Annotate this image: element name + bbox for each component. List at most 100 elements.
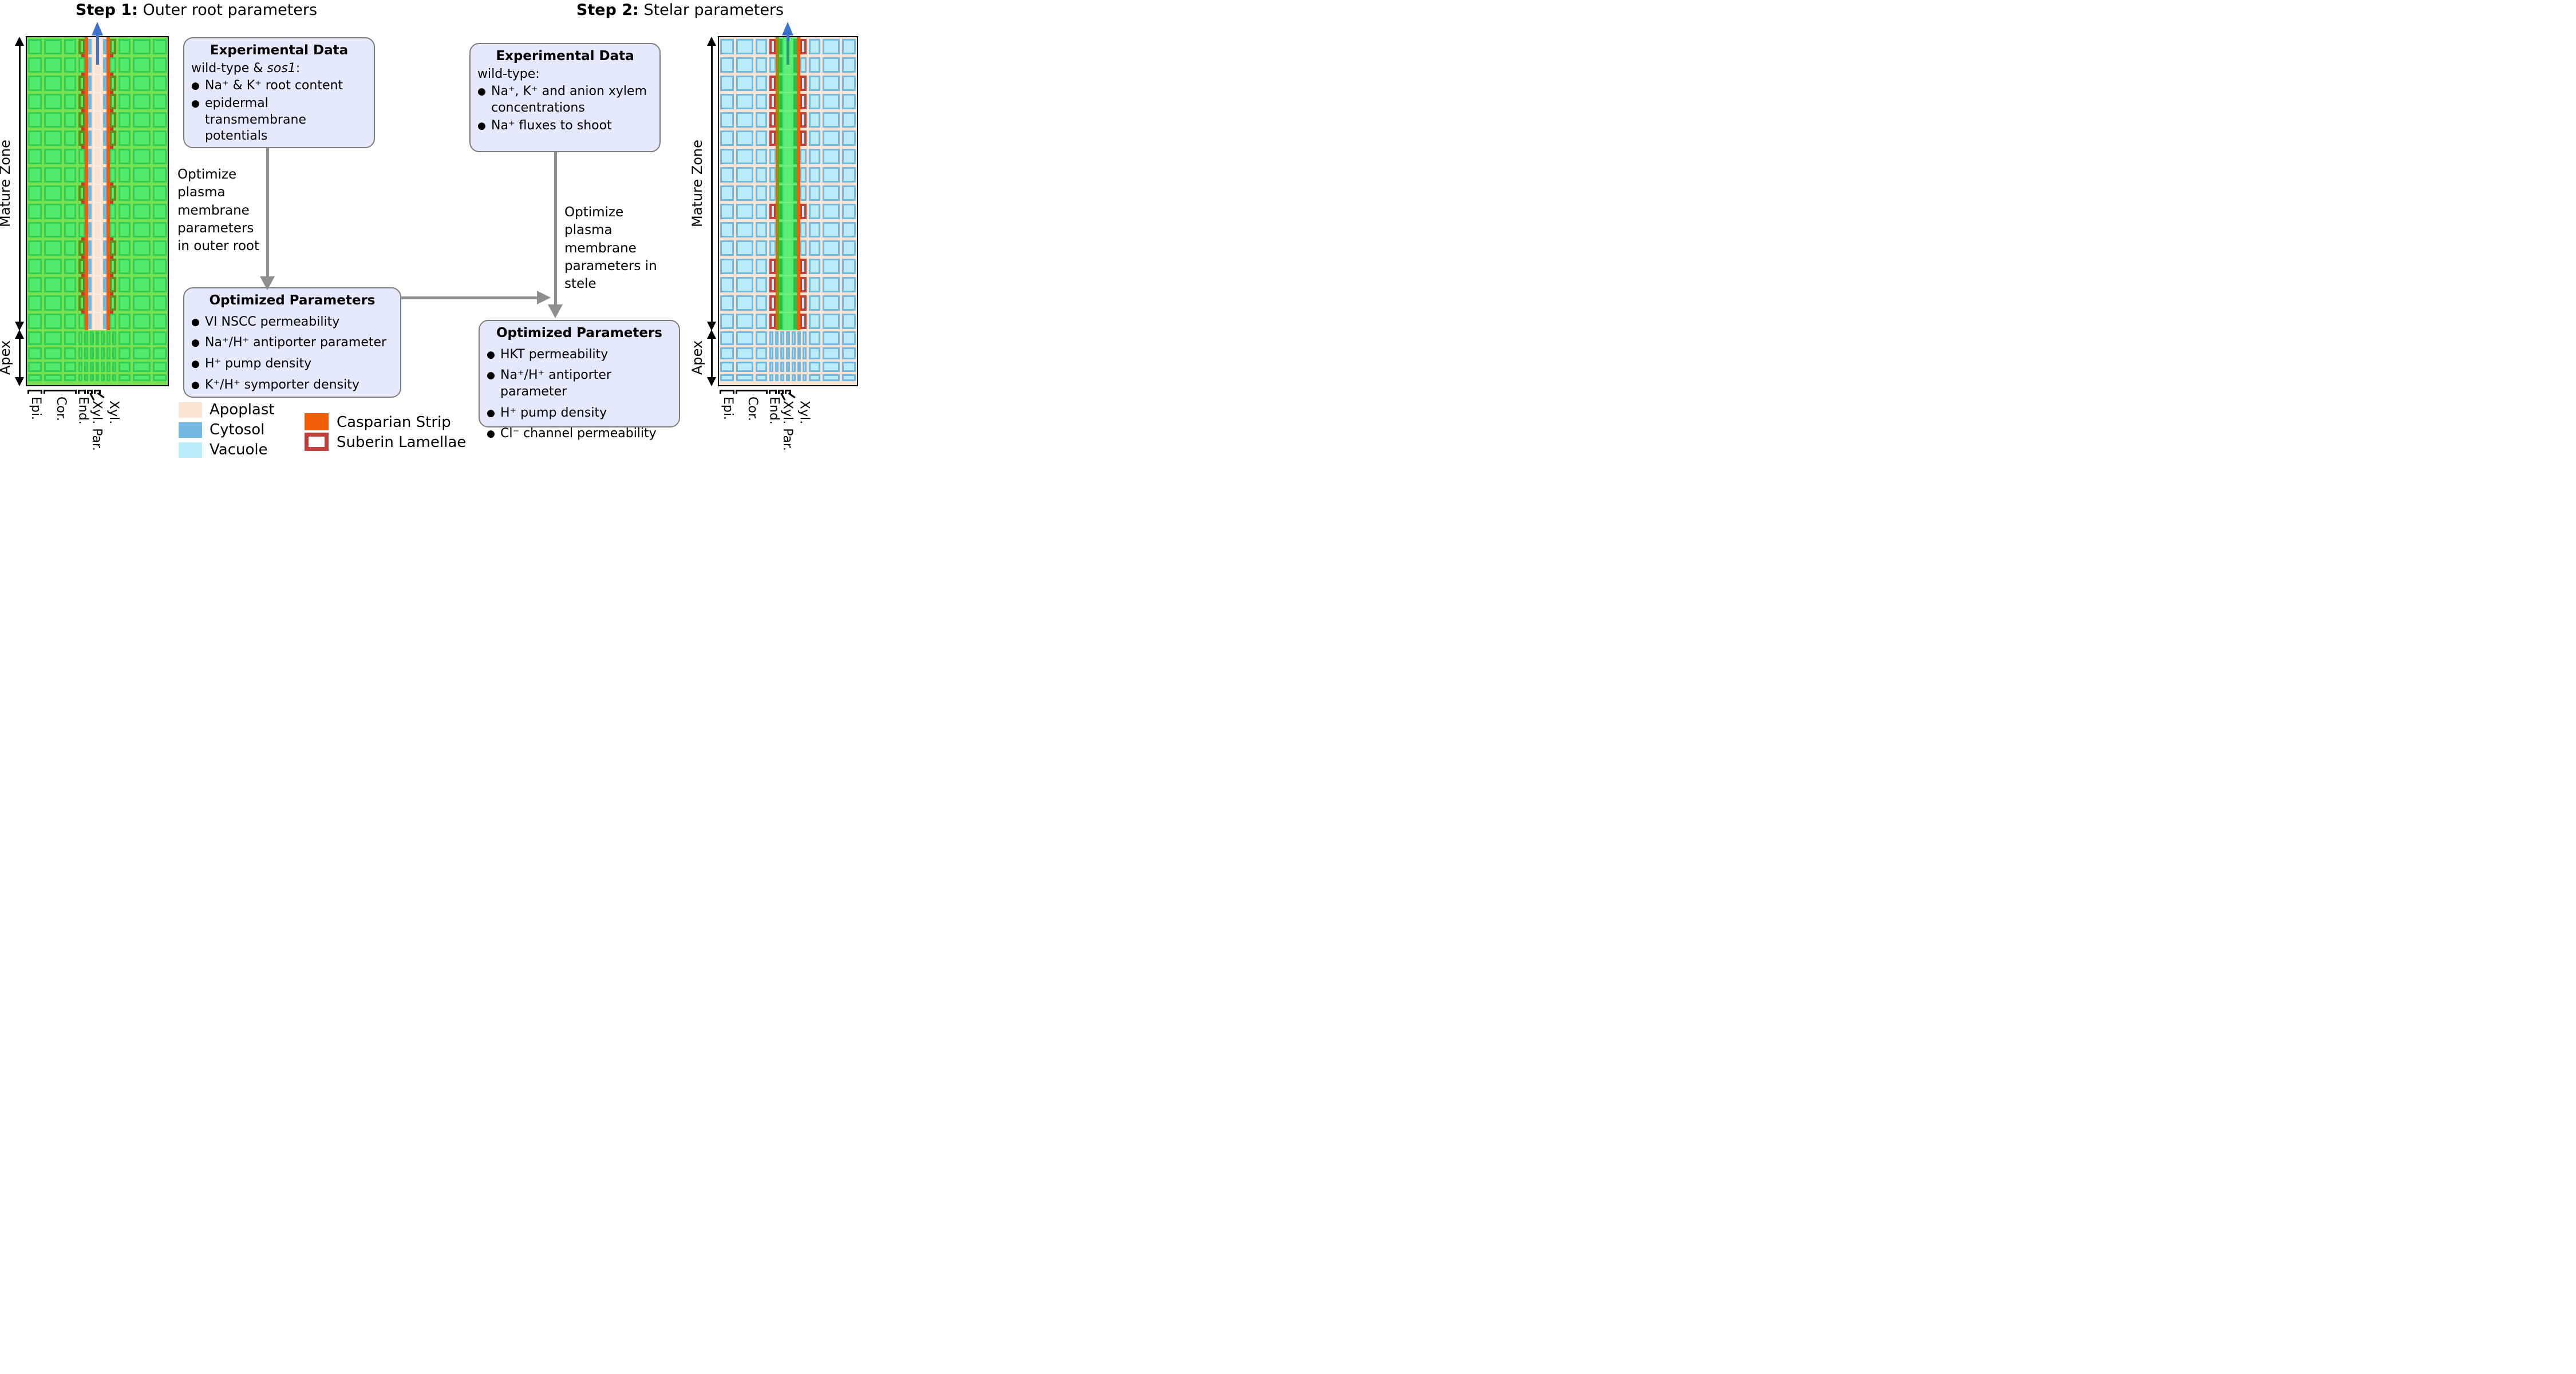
casparian-junction-mark: [81, 292, 85, 295]
casparian-junction-mark: [109, 200, 113, 204]
apex-cell: [823, 347, 840, 359]
apex-cell: [89, 347, 94, 359]
apex-cell: [64, 331, 77, 345]
apex-cell: [786, 362, 790, 372]
cortex-cell: [736, 240, 753, 256]
endodermis-cell: [109, 57, 116, 73]
apex-cell: [775, 362, 779, 372]
cortex-cell: [44, 313, 62, 329]
apex-cell: [89, 374, 94, 381]
epidermis-cell: [842, 295, 856, 311]
cortex-cell: [132, 185, 151, 201]
bullet-item: ●H⁺ pump density: [191, 357, 312, 371]
endodermis-cell-suberin-lamellae: [799, 130, 807, 146]
xylem-parenchyma-cell: [88, 93, 92, 109]
casparian-junction-mark: [81, 90, 85, 94]
epidermis-cell: [152, 93, 167, 109]
epidermis-cell: [842, 130, 856, 146]
xylem-parenchyma-cell: [88, 185, 92, 201]
cortex-cell: [118, 167, 131, 183]
apex-cell: [106, 347, 111, 359]
cortex-cell: [132, 57, 151, 73]
epidermis-cell: [720, 112, 734, 128]
epidermis-cell: [720, 185, 734, 201]
bullet-item: ●Na⁺ & K⁺ root content: [191, 78, 343, 93]
apex-cell: [786, 347, 790, 359]
stele-cell: [793, 148, 797, 164]
xylem-parenchyma-cell: [102, 167, 106, 183]
cortex-cell: [808, 130, 821, 146]
cortex-cell: [44, 57, 62, 73]
apex-cell: [132, 347, 151, 359]
apex-cell: [808, 331, 821, 345]
cortex-cell: [755, 313, 768, 329]
box-title: Optimized Parameters: [209, 293, 376, 308]
cortex-cell: [823, 75, 840, 91]
casparian-strip: [85, 37, 89, 330]
apex-cell: [112, 374, 117, 381]
apex-cell: [95, 331, 100, 345]
casparian-junction-mark: [81, 109, 85, 112]
endodermis-cell-suberin-lamellae: [799, 258, 807, 274]
cortex-cell: [118, 221, 131, 237]
bullet-item: ●Na⁺/H⁺ antiporter parameter: [191, 335, 387, 350]
bullet-item: ●Cl⁻ channel permeability: [487, 426, 657, 441]
step1-title-bold: Step 1:: [75, 1, 138, 19]
epidermis-cell: [842, 93, 856, 109]
xylem-parenchyma-cell: [88, 38, 92, 54]
legend-swatch-cytosol: [179, 422, 202, 438]
apex-cell: [152, 331, 167, 345]
cortex-cell: [132, 240, 151, 256]
endodermis-cell-suberin-lamellae: [769, 258, 777, 274]
cortex-cell: [823, 221, 840, 237]
endodermis-cell: [799, 240, 807, 256]
figure-canvas: Step 1: Outer root parameters Step 2: St…: [0, 0, 859, 458]
apex-cell: [808, 362, 821, 372]
cortex-cell: [132, 112, 151, 128]
stele-cell: [793, 221, 797, 237]
bullet-item: ●VI NSCC permeability: [191, 314, 340, 329]
epidermis-cell: [28, 313, 42, 329]
cortex-cell: [118, 258, 131, 274]
cortex-cell: [736, 112, 753, 128]
cortex-cell: [64, 38, 77, 54]
endodermis-cell-suberin-lamellae: [769, 130, 777, 146]
cortex-cell: [736, 203, 753, 219]
tissue-bracket: [778, 390, 784, 394]
cortex-cell: [808, 167, 821, 183]
apex-cell: [803, 374, 807, 381]
apex-cell: [132, 374, 151, 381]
epidermis-cell: [842, 112, 856, 128]
epidermis-cell: [720, 313, 734, 329]
tissue-label-connector: [89, 393, 95, 401]
stele-cell: [793, 313, 797, 329]
apex-cell: [101, 374, 105, 381]
epidermis-cell: [152, 240, 167, 256]
stele-cell: [793, 276, 797, 292]
epidermis-cell: [28, 203, 42, 219]
apex-cell: [44, 347, 62, 359]
cortex-cell: [736, 130, 753, 146]
cortex-cell: [823, 313, 840, 329]
apex-arrowhead-icon: [707, 330, 716, 339]
apex-cell: [720, 362, 734, 372]
apex-cell: [797, 374, 801, 381]
cortex-cell: [132, 313, 151, 329]
legend-label-apoplast: Apoplast: [210, 401, 275, 418]
xylem-parenchyma-cell: [102, 112, 106, 128]
cortex-cell: [736, 221, 753, 237]
cortex-cell: [118, 57, 131, 73]
cortex-cell: [736, 295, 753, 311]
cortex-cell: [64, 93, 77, 109]
epidermis-cell: [28, 167, 42, 183]
cortex-cell: [132, 276, 151, 292]
tissue-bracket: [27, 390, 43, 394]
cortex-cell: [132, 203, 151, 219]
endodermis-cell-suberin-lamellae: [109, 93, 116, 109]
cortex-cell: [132, 295, 151, 311]
stele-cell: [793, 185, 797, 201]
apex-cell: [791, 347, 796, 359]
apex-cell: [106, 362, 111, 372]
apex-cell: [842, 362, 856, 372]
xylem-parenchyma-cell: [88, 276, 92, 292]
